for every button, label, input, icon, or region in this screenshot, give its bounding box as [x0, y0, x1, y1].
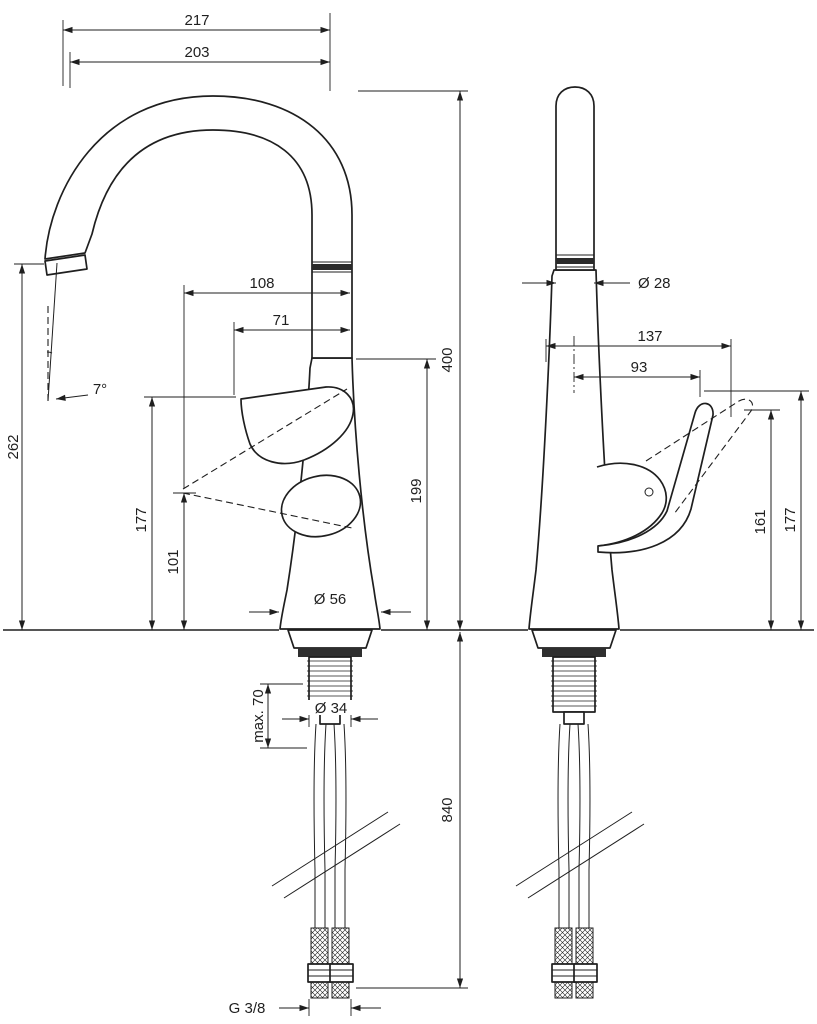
body-outline: [528, 269, 620, 630]
braided-tip: [554, 981, 573, 999]
mounting-assembly: [515, 629, 645, 999]
dim-handle-span: 93: [573, 336, 701, 397]
dim-handle-span-open: 137: [545, 328, 732, 417]
dim-reach-aerator-label: 203: [184, 44, 209, 61]
dim-body-height-label: 199: [408, 478, 425, 503]
dim-body-height: 199: [356, 358, 436, 630]
dim-thread: G 3/8: [229, 999, 381, 1017]
dim-shank-dia: Ø 34: [282, 700, 378, 727]
dim-handle-span-label: 93: [631, 359, 648, 376]
dim-handle-height-open: 101: [165, 492, 196, 630]
threaded-shank: [552, 656, 596, 713]
braided-tip: [310, 981, 329, 999]
braided-tip: [575, 981, 594, 999]
dim-deck-max-label: max. 70: [250, 689, 267, 742]
dim-reach-aerator: 203: [69, 44, 330, 88]
handle-hub: [596, 462, 668, 547]
dim-column-dia-label: Ø 28: [638, 275, 671, 292]
handle-dashed-position: [645, 398, 754, 515]
dim-handle-proj-open: 108: [183, 275, 350, 489]
dim-outlet-clearance: 262: [5, 263, 44, 630]
dim-outlet-angle: 7°: [46, 262, 107, 402]
dim-hose-length-label: 840: [439, 797, 456, 822]
dim-hose-length: 840: [356, 632, 468, 989]
swivel-band: [556, 258, 594, 264]
mounting-flange: [531, 629, 617, 649]
mounting-assembly: [271, 629, 401, 999]
dim-reach-overall: 217: [62, 12, 331, 91]
break-marks: [515, 811, 645, 899]
break-marks: [271, 811, 401, 899]
dim-thread-label: G 3/8: [229, 1000, 266, 1017]
connector-nut: [307, 963, 332, 983]
braided-tip: [331, 981, 350, 999]
dim-handle-height-tilt: 161: [744, 409, 780, 630]
seal-ring: [542, 648, 606, 657]
supply-hoses: [313, 723, 347, 928]
dim-handle-height-front-label: 177: [782, 507, 799, 532]
handle-dashed-position: [182, 388, 353, 529]
handle-blade: [597, 402, 714, 554]
dim-column-dia: Ø 28: [522, 275, 671, 292]
seal-ring: [298, 648, 362, 657]
dim-shank-dia-label: Ø 34: [315, 700, 348, 717]
shank-neck: [563, 711, 585, 725]
dim-deck-max: max. 70: [250, 683, 307, 749]
front-view: [515, 86, 754, 999]
connector-nut: [551, 963, 576, 983]
braided-end: [331, 927, 350, 965]
side-view: [44, 95, 401, 999]
aerator: [44, 254, 88, 276]
mounting-flange: [287, 629, 373, 649]
connector-nut: [329, 963, 354, 983]
dim-handle-proj-label: 71: [273, 312, 290, 329]
braided-end: [310, 927, 329, 965]
dim-outlet-angle-label: 7°: [93, 381, 107, 398]
dim-base-dia: Ø 56: [249, 591, 411, 616]
dim-handle-height-front: 177: [704, 390, 809, 630]
supply-hoses: [557, 723, 591, 928]
swivel-band: [312, 264, 352, 270]
dim-spout-height-label: 400: [439, 347, 456, 372]
dim-handle-span-open-label: 137: [637, 328, 662, 345]
handle-dome: [280, 474, 362, 538]
dim-handle-proj: 71: [233, 312, 350, 395]
braided-end: [554, 927, 573, 965]
dim-handle-height-label: 177: [133, 507, 150, 532]
dim-base-dia-label: Ø 56: [314, 591, 347, 608]
dim-handle-proj-open-label: 108: [249, 275, 274, 292]
dim-spout-height: 400: [358, 90, 468, 630]
connector-nut: [573, 963, 598, 983]
handle-blade: [240, 386, 355, 465]
dim-outlet-clearance-label: 262: [5, 434, 22, 459]
hose-connectors: [551, 927, 598, 999]
dim-reach-overall-label: 217: [184, 12, 209, 29]
dim-handle-height-open-label: 101: [165, 549, 182, 574]
dim-handle-height: 177: [133, 396, 236, 630]
dim-handle-height-tilt-label: 161: [752, 509, 769, 534]
shank-threads: [551, 660, 597, 707]
hose-connectors: [307, 927, 354, 999]
braided-end: [575, 927, 594, 965]
column-outline: [555, 86, 595, 271]
spout-outline: [44, 95, 353, 359]
handle-screw: [644, 487, 654, 497]
